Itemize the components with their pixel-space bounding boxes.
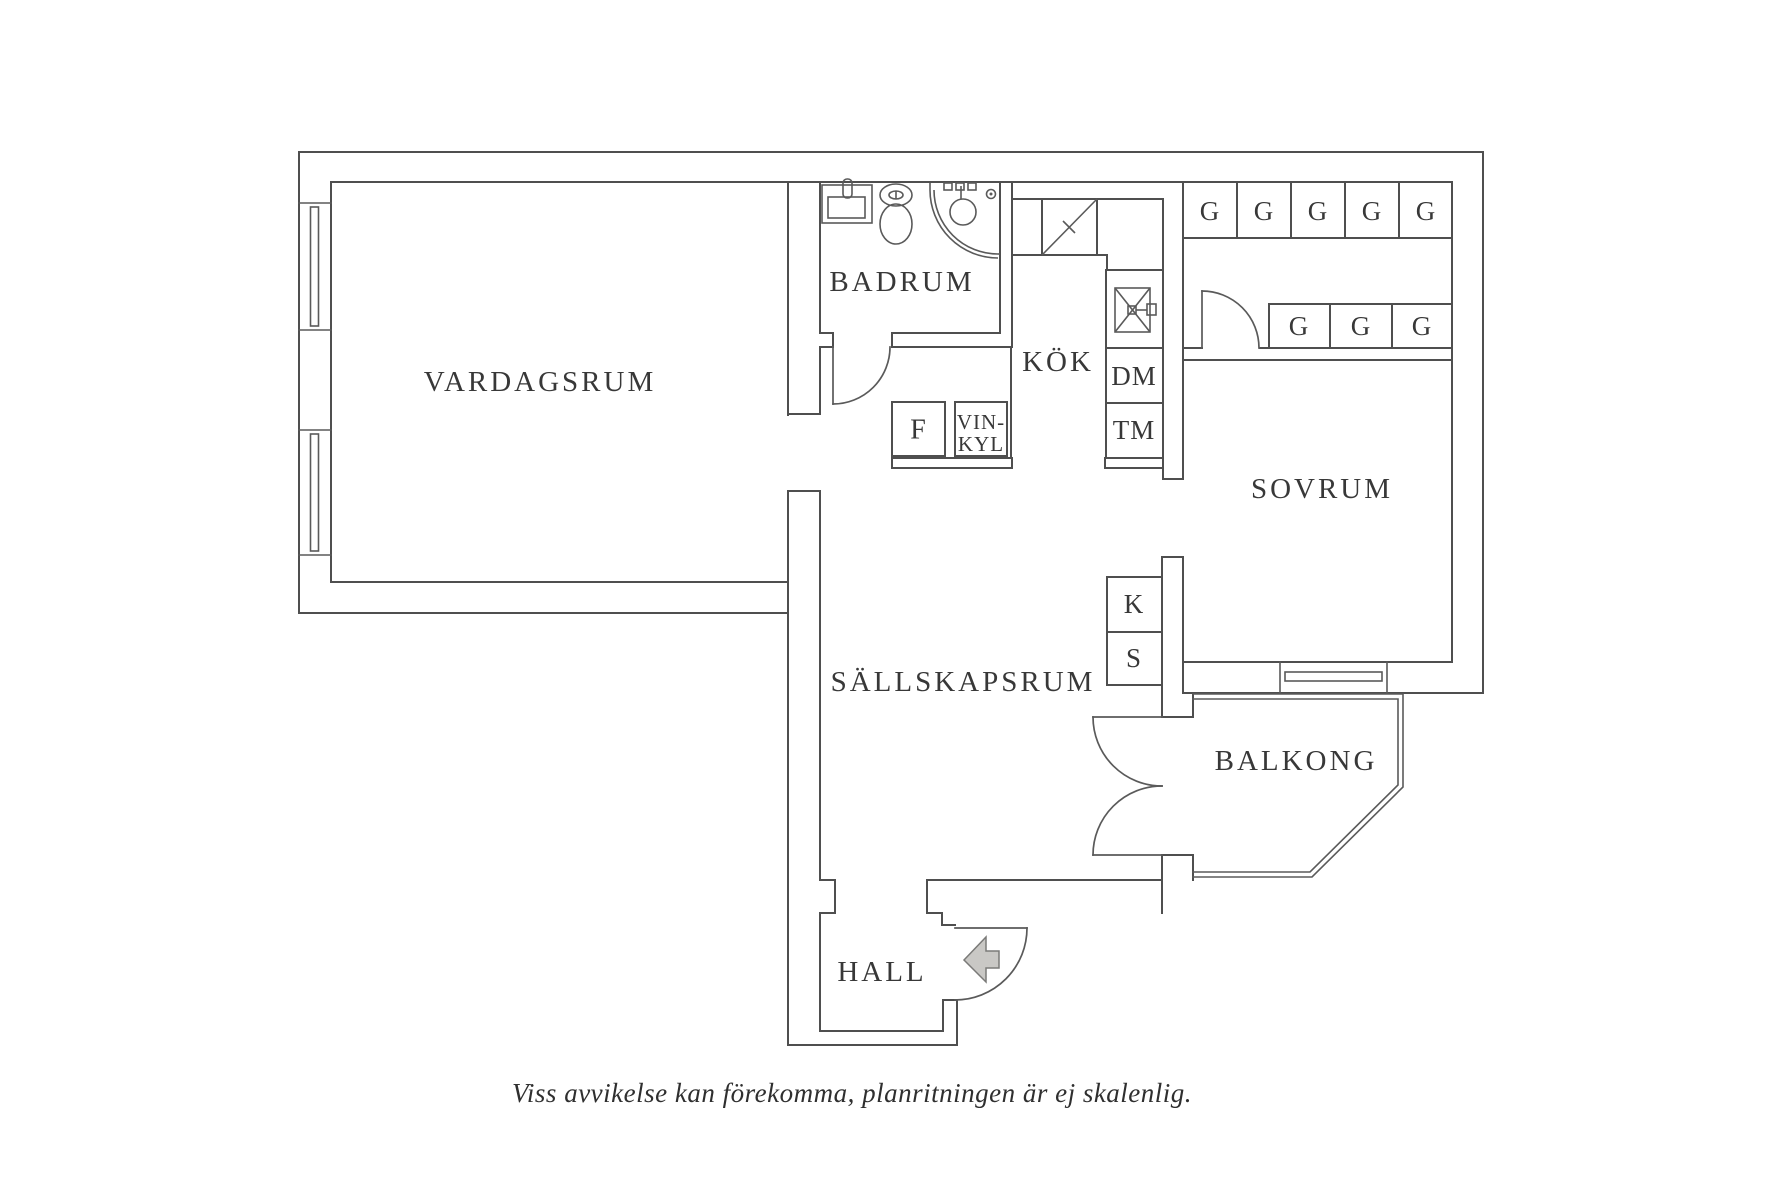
bathroom-left-wall xyxy=(787,181,834,416)
bedroom-closet-door xyxy=(1201,290,1260,349)
label-freezer: F xyxy=(910,415,926,446)
label-washing-machine: TM xyxy=(1113,415,1156,445)
room-label-sallskapsrum: SÄLLSKAPSRUM xyxy=(831,666,1096,698)
appliance-counter-bar xyxy=(891,457,1013,469)
wardrobe-label: G xyxy=(1412,311,1433,341)
kitchen-right-wall xyxy=(1162,182,1184,480)
freezer-box xyxy=(891,401,946,457)
shower-icon xyxy=(929,182,1000,259)
toilet-icon xyxy=(879,183,913,245)
label-closet-k: K xyxy=(1124,589,1145,619)
bathroom-door xyxy=(832,346,891,405)
wardrobe-label: G xyxy=(1289,311,1310,341)
kitchen-counter xyxy=(1011,198,1164,271)
walls xyxy=(298,151,1484,1046)
sallskapsrum-bottom-wall xyxy=(926,879,1163,926)
outer-wall-left-bottom xyxy=(298,151,789,614)
label-wine-cooler-1: VIN- xyxy=(957,410,1005,434)
central-wall xyxy=(787,490,958,1032)
outer-wall-top-right xyxy=(298,151,1484,694)
entry-arrow-icon xyxy=(962,935,1000,984)
room-labels: VARDAGSRUM BADRUM KÖK SOVRUM SÄLLSKAPSRU… xyxy=(424,266,1393,988)
inner-wall-left-bottom xyxy=(330,181,789,583)
wardrobe-label: G xyxy=(1308,196,1329,226)
bathroom-bottom-wall xyxy=(891,332,1012,348)
wardrobe-labels: G G G G G G G G xyxy=(1200,196,1437,341)
sink-icon xyxy=(821,178,873,224)
outer-boundary-hall xyxy=(787,490,958,1046)
wardrobe-label: G xyxy=(1200,196,1221,226)
window-left-1 xyxy=(298,202,332,331)
room-label-vardagsrum: VARDAGSRUM xyxy=(424,366,657,398)
wardrobe-row-bottom xyxy=(1268,303,1453,349)
kitchen-appliance-strip xyxy=(1104,269,1164,469)
label-dishwasher: DM xyxy=(1111,361,1157,391)
disclaimer-text: Viss avvikelse kan förekomma, planritnin… xyxy=(512,1078,1192,1108)
entry-door xyxy=(954,927,1028,1001)
room-label-sovrum: SOVRUM xyxy=(1251,473,1393,505)
bathroom-fixtures xyxy=(821,178,1000,259)
room-label-balkong: BALKONG xyxy=(1215,745,1378,777)
closet-alcove-wall xyxy=(1182,347,1453,361)
doors xyxy=(832,290,1260,1001)
wardrobe-label: G xyxy=(1362,196,1383,226)
windows xyxy=(298,202,1388,694)
room-label-kok: KÖK xyxy=(1022,346,1094,378)
label-closet-s: S xyxy=(1126,643,1142,673)
closet-ks-boxes xyxy=(1106,576,1163,686)
window-bedroom xyxy=(1279,661,1388,694)
appliance-labels: F VIN- KYL DM TM K S xyxy=(910,361,1157,673)
wardrobe-label: G xyxy=(1351,311,1372,341)
wine-cooler-box xyxy=(954,401,1008,457)
bathroom-right-wall xyxy=(999,181,1013,348)
wardrobe-row-top xyxy=(1182,182,1453,239)
balcony-double-door xyxy=(1092,716,1163,856)
balcony-outline xyxy=(1192,693,1404,878)
kitchen-sink-icon xyxy=(1114,287,1157,333)
kitchen-fixtures xyxy=(1041,198,1157,333)
worktop-diagonal-icon xyxy=(1041,198,1098,256)
bedroom-divider-wall xyxy=(1161,556,1194,914)
room-label-badrum: BADRUM xyxy=(829,266,974,298)
label-wine-cooler-2: KYL xyxy=(958,432,1004,456)
window-left-2 xyxy=(298,429,332,556)
room-label-hall: HALL xyxy=(837,956,926,988)
wardrobe-label: G xyxy=(1416,196,1437,226)
wardrobe-label: G xyxy=(1254,196,1275,226)
